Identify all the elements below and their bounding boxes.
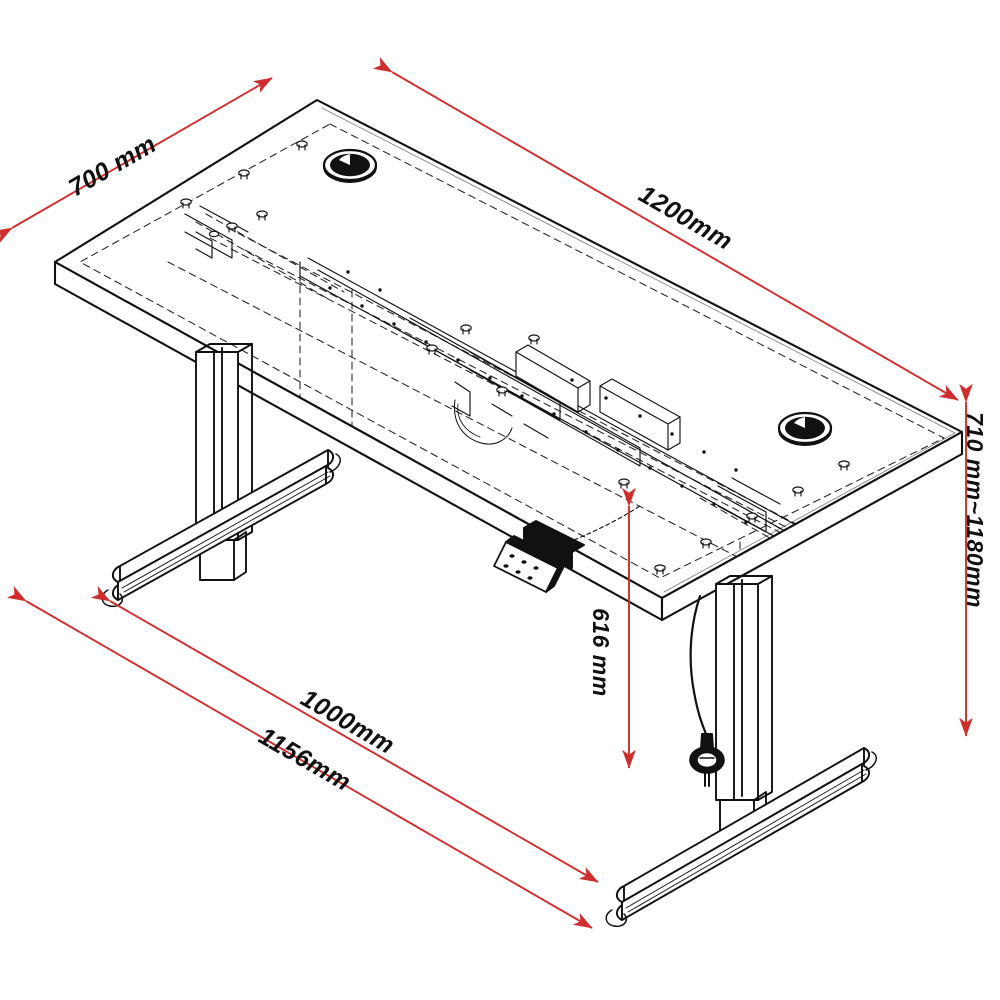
dimension-arrow-width <box>372 56 959 401</box>
cable-grommet-right <box>777 411 833 446</box>
dimension-label-clearance: 616 mm <box>588 608 614 697</box>
right-foot-base <box>605 747 877 928</box>
cable-grommet-left <box>322 148 378 183</box>
power-plug-schuko <box>689 733 725 787</box>
dimension-arrow-depth <box>0 77 273 244</box>
dimension-label-height-range: 710 mm~1180mm <box>962 412 988 608</box>
dimension-arrow-base-span <box>6 585 593 929</box>
